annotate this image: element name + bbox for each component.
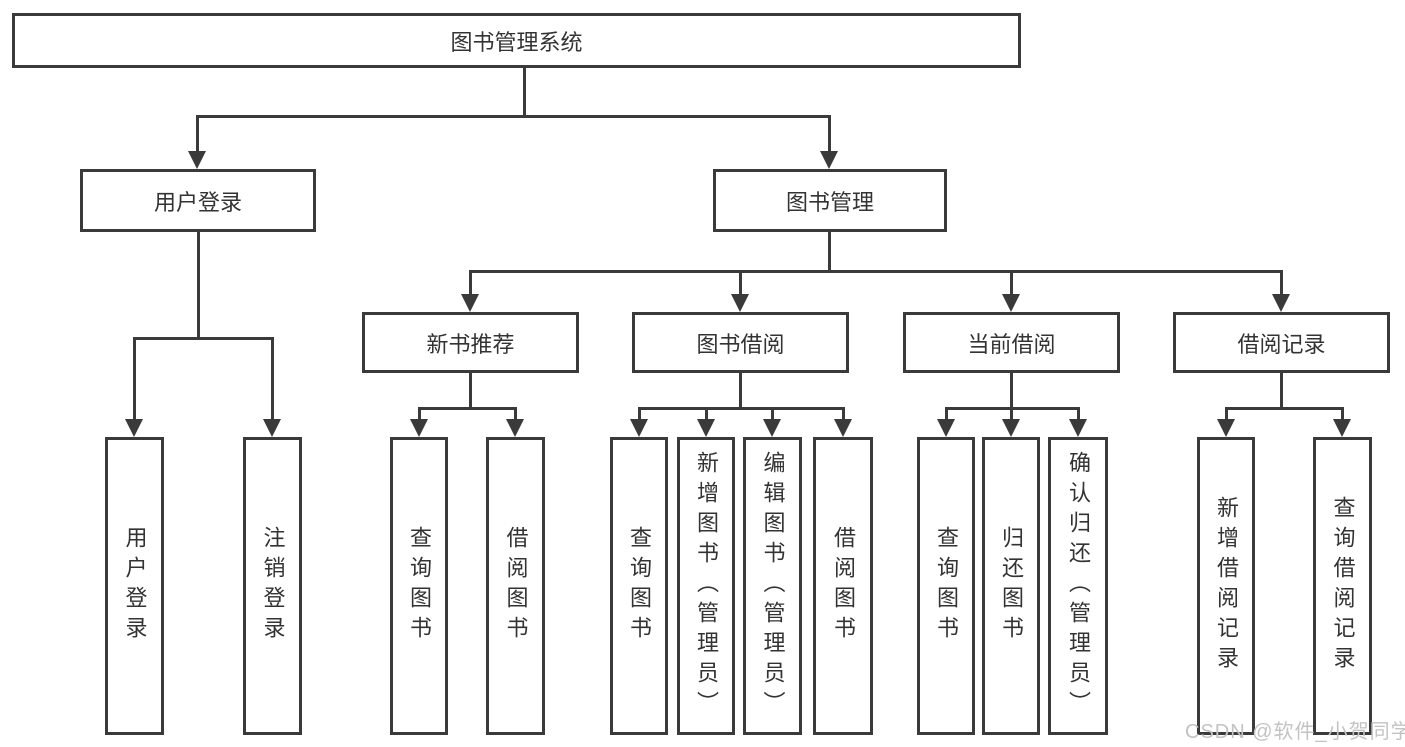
connector-bookmgmt-split xyxy=(469,270,1283,273)
leaf-records-query-record: 查询借阅记录 xyxy=(1313,437,1372,735)
connector-drop-leaf-logout xyxy=(271,337,274,421)
connector-root-split xyxy=(196,115,831,118)
arrowhead-leaf-logout xyxy=(263,419,281,437)
connector-drop-rec-add xyxy=(1225,407,1228,421)
node-book-borrowing: 图书借阅 xyxy=(632,312,849,373)
connector-drop-borrow-records xyxy=(1280,270,1283,296)
node-user-login: 用户登录 xyxy=(80,169,316,232)
csdn-watermark: CSDN @软件_小贺同学 xyxy=(1185,721,1405,743)
connector-drop-rec-query xyxy=(1341,407,1344,421)
connector-drop-cb-query xyxy=(945,407,948,421)
leaf-logout: 注销登录 xyxy=(243,437,302,735)
arrowhead-rec-add xyxy=(1217,419,1235,437)
node-library-management-system: 图书管理系统 xyxy=(12,13,1021,68)
connector-records-stem xyxy=(1280,373,1283,410)
connector-userlogin-stem xyxy=(197,232,200,339)
arrowhead-leaf-login xyxy=(125,419,143,437)
arrowhead-bb-query xyxy=(630,419,648,437)
connector-newbook-stem xyxy=(469,373,472,410)
connector-drop-leaf-login xyxy=(133,337,136,421)
connector-drop-nb-query xyxy=(418,407,421,421)
arrowhead-nb-query xyxy=(410,419,428,437)
arrowhead-bb-edit xyxy=(763,419,781,437)
connector-drop-current-borrow xyxy=(1010,270,1013,296)
connector-drop-nb-borrow xyxy=(514,407,517,421)
connector-borrowing-stem xyxy=(739,373,742,410)
connector-root-stem xyxy=(523,68,526,118)
arrowhead-book-management xyxy=(820,151,838,169)
arrowhead-book-borrow xyxy=(731,294,749,312)
leaf-records-add-record: 新增借阅记录 xyxy=(1197,437,1255,735)
connector-current-stem xyxy=(1010,373,1013,410)
connector-drop-bb-add xyxy=(705,407,708,421)
arrowhead-rec-query xyxy=(1333,419,1351,437)
leaf-current-return-book: 归还图书 xyxy=(982,437,1040,735)
connector-drop-book-management xyxy=(828,115,831,153)
connector-drop-book-borrow xyxy=(739,270,742,296)
leaf-borrowing-add-book-admin: 新增图书（管理员） xyxy=(677,437,735,735)
connector-drop-cb-confirm xyxy=(1077,407,1080,421)
leaf-borrowing-query-books: 查询图书 xyxy=(610,437,668,735)
leaf-borrowing-edit-book-admin: 编辑图书（管理员） xyxy=(743,437,802,735)
connector-bookmgmt-stem xyxy=(828,232,831,273)
leaf-borrowing-borrow-books: 借阅图书 xyxy=(813,437,873,735)
node-borrow-records: 借阅记录 xyxy=(1173,312,1390,373)
node-current-borrowing: 当前借阅 xyxy=(903,312,1120,373)
arrowhead-user-login xyxy=(188,151,206,169)
connector-records-split xyxy=(1225,407,1344,410)
leaf-user-login: 用户登录 xyxy=(105,437,164,735)
arrowhead-bb-add xyxy=(697,419,715,437)
connector-newbook-split xyxy=(418,407,517,410)
node-new-book-recommend: 新书推荐 xyxy=(362,312,579,373)
arrowhead-cb-query xyxy=(937,419,955,437)
leaf-newbook-borrow-books: 借阅图书 xyxy=(486,437,545,735)
connector-drop-bb-edit xyxy=(771,407,774,421)
connector-drop-cb-return xyxy=(1010,407,1013,421)
arrowhead-new-book xyxy=(461,294,479,312)
connector-userlogin-split xyxy=(133,337,274,340)
leaf-current-query-books: 查询图书 xyxy=(917,437,975,735)
connector-borrowing-split xyxy=(638,407,845,410)
arrowhead-bb-borrow xyxy=(834,419,852,437)
arrowhead-nb-borrow xyxy=(506,419,524,437)
connector-drop-bb-borrow xyxy=(842,407,845,421)
arrowhead-current-borrow xyxy=(1002,294,1020,312)
arrowhead-cb-confirm xyxy=(1069,419,1087,437)
connector-drop-user-login xyxy=(196,115,199,153)
arrowhead-borrow-records xyxy=(1272,294,1290,312)
leaf-newbook-query-books: 查询图书 xyxy=(390,437,448,735)
connector-drop-new-book xyxy=(469,270,472,296)
connector-drop-bb-query xyxy=(638,407,641,421)
leaf-current-confirm-return-admin: 确认归还（管理员） xyxy=(1048,437,1108,735)
node-book-management: 图书管理 xyxy=(713,169,947,232)
arrowhead-cb-return xyxy=(1002,419,1020,437)
